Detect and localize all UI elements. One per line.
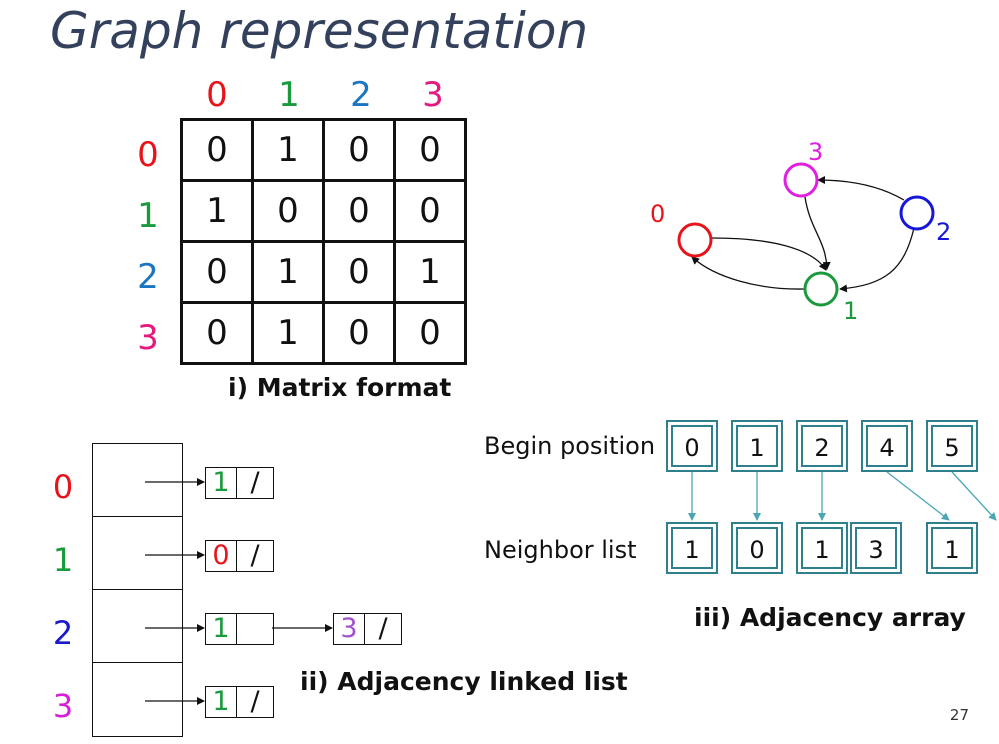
- graph-node-0: [677, 222, 713, 258]
- matrix-cell: 0: [322, 301, 396, 365]
- matrix-cell: 0: [322, 240, 396, 304]
- matrix-col-header-3: 3: [422, 75, 444, 115]
- matrix-cell: 0: [393, 301, 467, 365]
- array-pointer-3: [886, 471, 950, 521]
- ll-row-label-0: 0: [52, 468, 74, 506]
- matrix-row: 0 1 0 0: [180, 301, 467, 365]
- neighbor-cell: 1: [926, 522, 978, 574]
- ll-row-label-1: 1: [52, 541, 74, 579]
- matrix-cell: 1: [180, 179, 254, 243]
- neighbor-cell: 3: [850, 522, 902, 574]
- matrix-cell: 0: [322, 179, 396, 243]
- ll-node-value: 1: [205, 467, 237, 499]
- matrix-cell: 0: [180, 118, 254, 182]
- graph-node-label-2: 2: [936, 218, 951, 246]
- matrix-cell: 1: [251, 118, 325, 182]
- matrix-cell: 1: [251, 301, 325, 365]
- matrix-col-header-2: 2: [350, 75, 372, 115]
- linked-list-caption: ii) Adjacency linked list: [300, 667, 628, 696]
- graph-node-3: [783, 162, 819, 198]
- matrix-row: 0 1 0 1: [180, 240, 467, 304]
- array-pointer-arrows: [688, 471, 997, 521]
- ll-row-label-2: 2: [52, 614, 74, 652]
- matrix-cell: 0: [393, 179, 467, 243]
- ll-node-value: 1: [205, 686, 237, 718]
- ll-head-cell-1: [92, 516, 183, 591]
- ll-node-next: [236, 613, 274, 645]
- matrix-cell: 0: [180, 301, 254, 365]
- graph-node-label-0: 0: [650, 200, 665, 228]
- array-caption: iii) Adjacency array: [694, 603, 966, 632]
- page-number: 27: [949, 706, 969, 724]
- edge-1-to-0: [691, 256, 805, 290]
- matrix-caption: i) Matrix format: [228, 373, 452, 402]
- matrix-cell: 0: [180, 240, 254, 304]
- begin-cell: 1: [731, 420, 783, 472]
- ll-node-value: 3: [333, 613, 365, 645]
- begin-cell: 4: [861, 420, 913, 472]
- ll-node-terminator: /: [364, 613, 402, 645]
- matrix-cell: 1: [251, 240, 325, 304]
- array-pointer-4: [951, 471, 997, 521]
- edge-2-to-1: [839, 227, 915, 293]
- graph-node-label-3: 3: [808, 138, 823, 166]
- matrix-row-header-3: 3: [137, 318, 159, 358]
- matrix-col-header-1: 1: [278, 75, 300, 115]
- ll-node-terminator: /: [236, 467, 274, 499]
- ll-node-value: 0: [205, 540, 237, 572]
- matrix-cell: 1: [393, 240, 467, 304]
- ll-node-terminator: /: [236, 686, 274, 718]
- ll-arrows: [145, 478, 333, 705]
- graph-node-1: [803, 271, 839, 307]
- begin-cell: 5: [926, 420, 978, 472]
- ll-node-terminator: /: [236, 540, 274, 572]
- neighbor-cell: 0: [731, 522, 783, 574]
- matrix-row-header-1: 1: [137, 196, 159, 236]
- edge-2-to-3: [817, 176, 905, 201]
- matrix-row: 0 1 0 0: [180, 118, 467, 182]
- ll-node-value: 1: [205, 613, 237, 645]
- neighbor-cell: 1: [796, 522, 848, 574]
- neighbor-list-label: Neighbor list: [484, 536, 637, 564]
- graph-node-2: [899, 195, 935, 231]
- matrix-cell: 0: [322, 118, 396, 182]
- matrix-row: 1 0 0 0: [180, 179, 467, 243]
- graph-node-label-1: 1: [843, 297, 858, 325]
- edge-3-to-1: [804, 196, 831, 270]
- slide-title: Graph representation: [50, 2, 589, 60]
- neighbor-cell: 1: [666, 522, 718, 574]
- ll-head-cell-3: [92, 662, 183, 737]
- begin-cell: 2: [796, 420, 848, 472]
- edge-0-to-1: [711, 237, 827, 271]
- matrix-row-header-2: 2: [137, 257, 159, 297]
- matrix-cell: 0: [393, 118, 467, 182]
- begin-cell: 0: [666, 420, 718, 472]
- adjacency-matrix: 0 1 0 0 1 0 0 0 0 1 0 1 0 1 0 0: [180, 118, 467, 365]
- begin-position-label: Begin position: [484, 432, 656, 460]
- ll-row-label-3: 3: [52, 687, 74, 725]
- graph-diagram: 0 1 2 3: [650, 138, 951, 325]
- ll-head-cell-0: [92, 443, 183, 518]
- matrix-col-header-0: 0: [206, 75, 228, 115]
- matrix-cell: 0: [251, 179, 325, 243]
- matrix-row-header-0: 0: [137, 135, 159, 175]
